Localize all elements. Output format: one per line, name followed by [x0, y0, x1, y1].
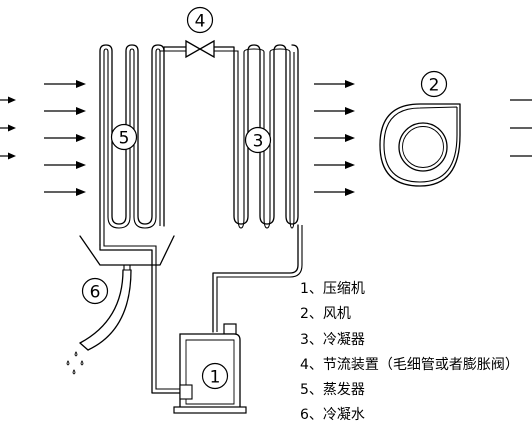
left-edge-arrows — [0, 96, 16, 160]
callout-6: 6 — [81, 277, 109, 305]
condenser-outflow-arrows — [314, 80, 355, 196]
legend-number: 5 — [300, 382, 309, 399]
legend-separator: 、 — [308, 407, 323, 424]
legend-item: 5、蒸发器 — [300, 378, 519, 403]
legend-number: 6 — [300, 407, 309, 424]
bowtie-valve-icon — [185, 39, 215, 59]
legend-label: 节流装置（毛细管或者膨胀阀） — [322, 356, 519, 373]
throttle-line — [159, 46, 239, 52]
legend-item: 1、压缩机 — [300, 277, 519, 302]
legend-separator: 、 — [308, 356, 323, 373]
legend-item: 6、冷凝水 — [300, 403, 519, 428]
legend-label: 冷凝器 — [322, 331, 365, 348]
component-legend: 1、压缩机 2、风机 3、冷凝器 4、节流装置（毛细管或者膨胀阀） 5、蒸发器 … — [300, 277, 519, 429]
evaporator-coil — [99, 44, 165, 246]
legend-separator: 、 — [308, 382, 323, 399]
centrifugal-fan-icon — [379, 103, 461, 187]
legend-number: 2 — [300, 306, 309, 323]
legend-label: 蒸发器 — [322, 382, 365, 399]
callout-3: 3 — [244, 126, 272, 154]
evaporator-inflow-arrows — [44, 80, 86, 196]
evaporator-coil-inner — [103, 48, 161, 243]
legend-item: 3、冷凝器 — [300, 328, 519, 353]
legend-number: 3 — [300, 331, 309, 348]
callout-3-number: 3 — [253, 132, 264, 152]
suction-line-inner — [103, 243, 180, 390]
legend-separator: 、 — [308, 306, 323, 323]
callout-6-number: 6 — [90, 283, 101, 303]
legend-label: 风机 — [322, 306, 351, 323]
airflow-arrows — [0, 80, 532, 196]
legend-label: 冷凝水 — [322, 407, 365, 424]
water-droplet-icon — [66, 351, 84, 375]
legend-item: 4、节流装置（毛细管或者膨胀阀） — [300, 353, 519, 378]
legend-separator: 、 — [308, 331, 323, 348]
callout-2-number: 2 — [429, 76, 440, 96]
callout-1-number: 1 — [210, 368, 221, 388]
legend-label: 压缩机 — [322, 281, 365, 297]
legend-number: 1 — [300, 281, 309, 297]
discharge-line — [212, 224, 299, 333]
legend-number: 4 — [300, 356, 309, 373]
drain-hose-outer — [87, 269, 132, 351]
drain-outlet — [123, 265, 131, 271]
callout-4: 4 — [186, 6, 214, 34]
condenser-coil-inner — [237, 48, 295, 229]
suction-line — [99, 244, 181, 394]
callout-4-number: 4 — [195, 12, 206, 32]
callout-5: 5 — [110, 123, 138, 151]
callout-1: 1 — [201, 362, 229, 390]
callout-5-number: 5 — [119, 129, 130, 149]
legend-separator: 、 — [308, 281, 323, 297]
discharge-line-inner — [216, 225, 303, 332]
condenser-coil — [233, 44, 299, 225]
right-edge-lines — [510, 99, 532, 157]
callout-2: 2 — [420, 70, 448, 98]
legend-item: 2、风机 — [300, 302, 519, 327]
drain-hose-end — [79, 342, 89, 351]
drain-hose — [79, 269, 124, 344]
